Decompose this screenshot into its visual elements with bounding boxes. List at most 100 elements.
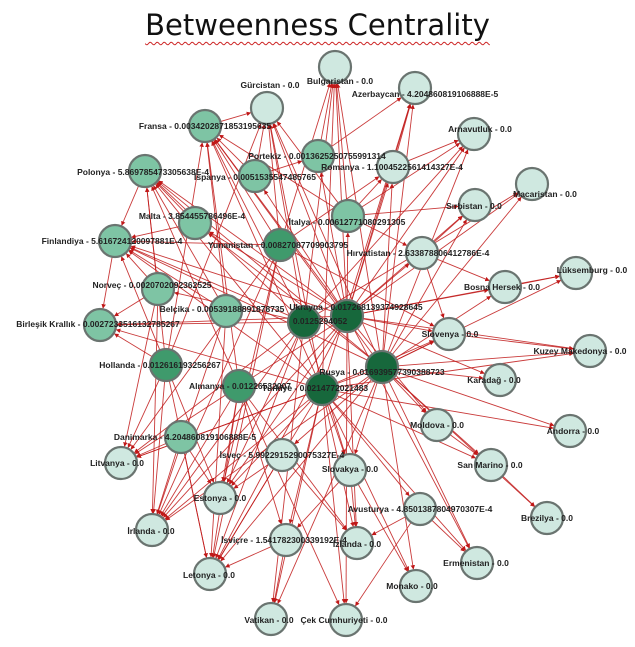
- edge-hirvatistan-slovenya: [426, 268, 445, 319]
- node-label-hollanda: Hollanda - 0.012616193256267: [99, 360, 221, 370]
- edge-rusya-sirbistan: [389, 219, 467, 354]
- node-label-izlanda: İzlanda - 0.0: [333, 539, 381, 549]
- node-rusya: [364, 349, 400, 385]
- edge-turkiye-avusturya: [331, 401, 410, 497]
- node-danimarka: [163, 419, 199, 455]
- edge-hollanda-birlesik: [114, 333, 153, 358]
- edge-avusturya-cek: [355, 522, 412, 607]
- edge-italya-fransa: [219, 134, 335, 208]
- edge-yunanistan-irlanda: [158, 259, 274, 515]
- edge-belcika-irlanda: [156, 326, 222, 515]
- edge-ukrayna-romanya: [351, 182, 389, 301]
- node-label-bulgaristan: Bulgaristan - 0.0: [307, 76, 373, 86]
- edge-turkiye-irlanda: [164, 398, 310, 520]
- node-label-ispanya: İspanya - 0.0051535547485765: [194, 172, 316, 182]
- node-hollanda: [148, 347, 184, 383]
- edge-rusya-kuzeymakedonya: [397, 350, 574, 367]
- edge-turkiye-ermenistan: [332, 400, 467, 551]
- node-label-bosna: Bosna Hersek - 0.0: [464, 282, 540, 292]
- edge-ukrayna-bosna: [362, 288, 489, 314]
- node-gurcistan: [249, 90, 285, 126]
- node-label-danimarka: Danimarka - 4.204860819106888E-5: [114, 432, 257, 442]
- node-label-malta: Malta - 3.854455786496E-4: [139, 211, 246, 221]
- node-label-vatikan: Vatikan - 0.0: [244, 615, 293, 625]
- edge-sanmarino-brezilya: [502, 475, 535, 507]
- edge-isvec-izlanda: [292, 466, 347, 531]
- edge-hirvatistan-sirbistan: [433, 216, 463, 243]
- node-label-norvec: Norveç - 0.0020702092362525: [92, 280, 211, 290]
- node-label-gurcistan: Gürcistan - 0.0: [240, 80, 299, 90]
- edge-norvec-finlandiya: [126, 253, 148, 278]
- node-label-sanmarino: San Marino - 0.0: [457, 460, 522, 470]
- node-izlanda: [339, 525, 375, 561]
- node-label-romanya: Romanya - 1.1004522561414327E-4: [321, 162, 463, 172]
- edge-romanya-arnavutluk: [407, 139, 459, 162]
- edge-italya-hirvatistan: [362, 222, 408, 246]
- edge-turkiye-vatikan: [273, 404, 319, 603]
- node-birlesik: [82, 307, 118, 343]
- node-label-luksemburg: Lüksemburg - 0.0: [557, 265, 628, 275]
- node-belcika: [208, 293, 244, 329]
- edge-ukrayna-finlandiya: [130, 245, 332, 312]
- edge-isvicre-letonya: [225, 546, 272, 568]
- node-label-letonya: Letonya - 0.0: [183, 570, 235, 580]
- node-ispanya: [237, 158, 273, 194]
- edge-isvicre-vatikan: [272, 555, 284, 603]
- edge-turkiye-monako: [328, 403, 410, 572]
- node-label-monako: Monako - 0.0: [386, 581, 438, 591]
- edge-danimarka-litvanya: [136, 442, 167, 457]
- page-title: Betweenness Centrality: [145, 8, 490, 42]
- node-portekiz: [300, 138, 336, 174]
- edge-ukrayna-arnavutluk: [355, 147, 465, 304]
- edge-ispanya-portekiz: [270, 160, 303, 172]
- edge-rusya-slovenya: [396, 341, 435, 361]
- edge-avusturya-izlanda: [371, 516, 407, 536]
- edge-almanya-polonya: [151, 186, 234, 372]
- node-label-moldova: Moldova - 0.0: [410, 420, 464, 430]
- edge-polonya-finlandiya: [121, 185, 140, 226]
- edge-danimarka-irlanda: [156, 452, 177, 515]
- node-ukrayna: [329, 298, 365, 334]
- edge-ukrayna-karadag: [361, 321, 485, 374]
- edge-yunanistan-slovenya: [293, 252, 435, 327]
- edge-yunanistan-finlandiya: [131, 239, 265, 246]
- edge-turkiye-bulgaristan: [322, 83, 337, 374]
- edge-rusya-karadag: [397, 368, 484, 380]
- edge-turkiye-andorra: [337, 391, 554, 430]
- edge-ukrayna-izlanda: [347, 331, 359, 527]
- edge-belcika-fransa: [205, 142, 225, 296]
- edge-romanya-azerbaycan: [396, 103, 412, 152]
- node-bulgaristan: [317, 49, 353, 85]
- edge-belcika-letonya: [209, 326, 226, 558]
- node-arnavutluk: [456, 116, 492, 152]
- edge-turkiye-litvanya: [136, 394, 308, 458]
- node-ermenistan: [459, 545, 495, 581]
- node-romanya: [375, 149, 411, 185]
- node-andorra: [552, 413, 588, 449]
- edge-almanya-isvicre: [243, 401, 283, 525]
- edge-ukrayna-kuzeymakedonya: [362, 317, 574, 351]
- edge-almanya-fransa: [205, 142, 238, 371]
- nodes-layer: [82, 49, 608, 638]
- node-label-slovenya: Slovenya - 0.0: [422, 329, 479, 339]
- node-turkiye: [304, 371, 340, 407]
- edge-almanya_c-irlanda: [161, 334, 295, 517]
- edge-rusya-ermenistan: [388, 381, 470, 549]
- edge-rusya-andorra: [397, 371, 555, 427]
- node-label-irlanda: İrlanda - 0.0: [127, 526, 175, 536]
- node-label-sirbistan: Sırbistan - 0.0: [446, 201, 502, 211]
- node-label-avusturya: Avusturya - 4.8501387804970307E-4: [348, 504, 493, 514]
- edge-almanya-cek: [245, 400, 340, 605]
- node-italya: [330, 198, 366, 234]
- edge-hirvatistan-bosna: [436, 258, 490, 282]
- edge-isvec-estonya: [233, 463, 270, 489]
- node-label-ermenistan: Ermenistan - 0.0: [443, 558, 509, 568]
- edge-rusya-romanya: [382, 183, 395, 352]
- edge-almanya_c-letonya: [215, 336, 299, 559]
- node-label-finlandiya: Finlandiya - 5.616724120097881E-4: [42, 236, 183, 246]
- node-isvicre: [268, 522, 304, 558]
- edge-rusya-letonya: [220, 379, 373, 562]
- edge-turkiye-cek: [323, 404, 347, 604]
- node-label-almanya: Almanya - 0.01226532007: [189, 381, 291, 391]
- edge-hollanda-litvanya: [127, 379, 160, 448]
